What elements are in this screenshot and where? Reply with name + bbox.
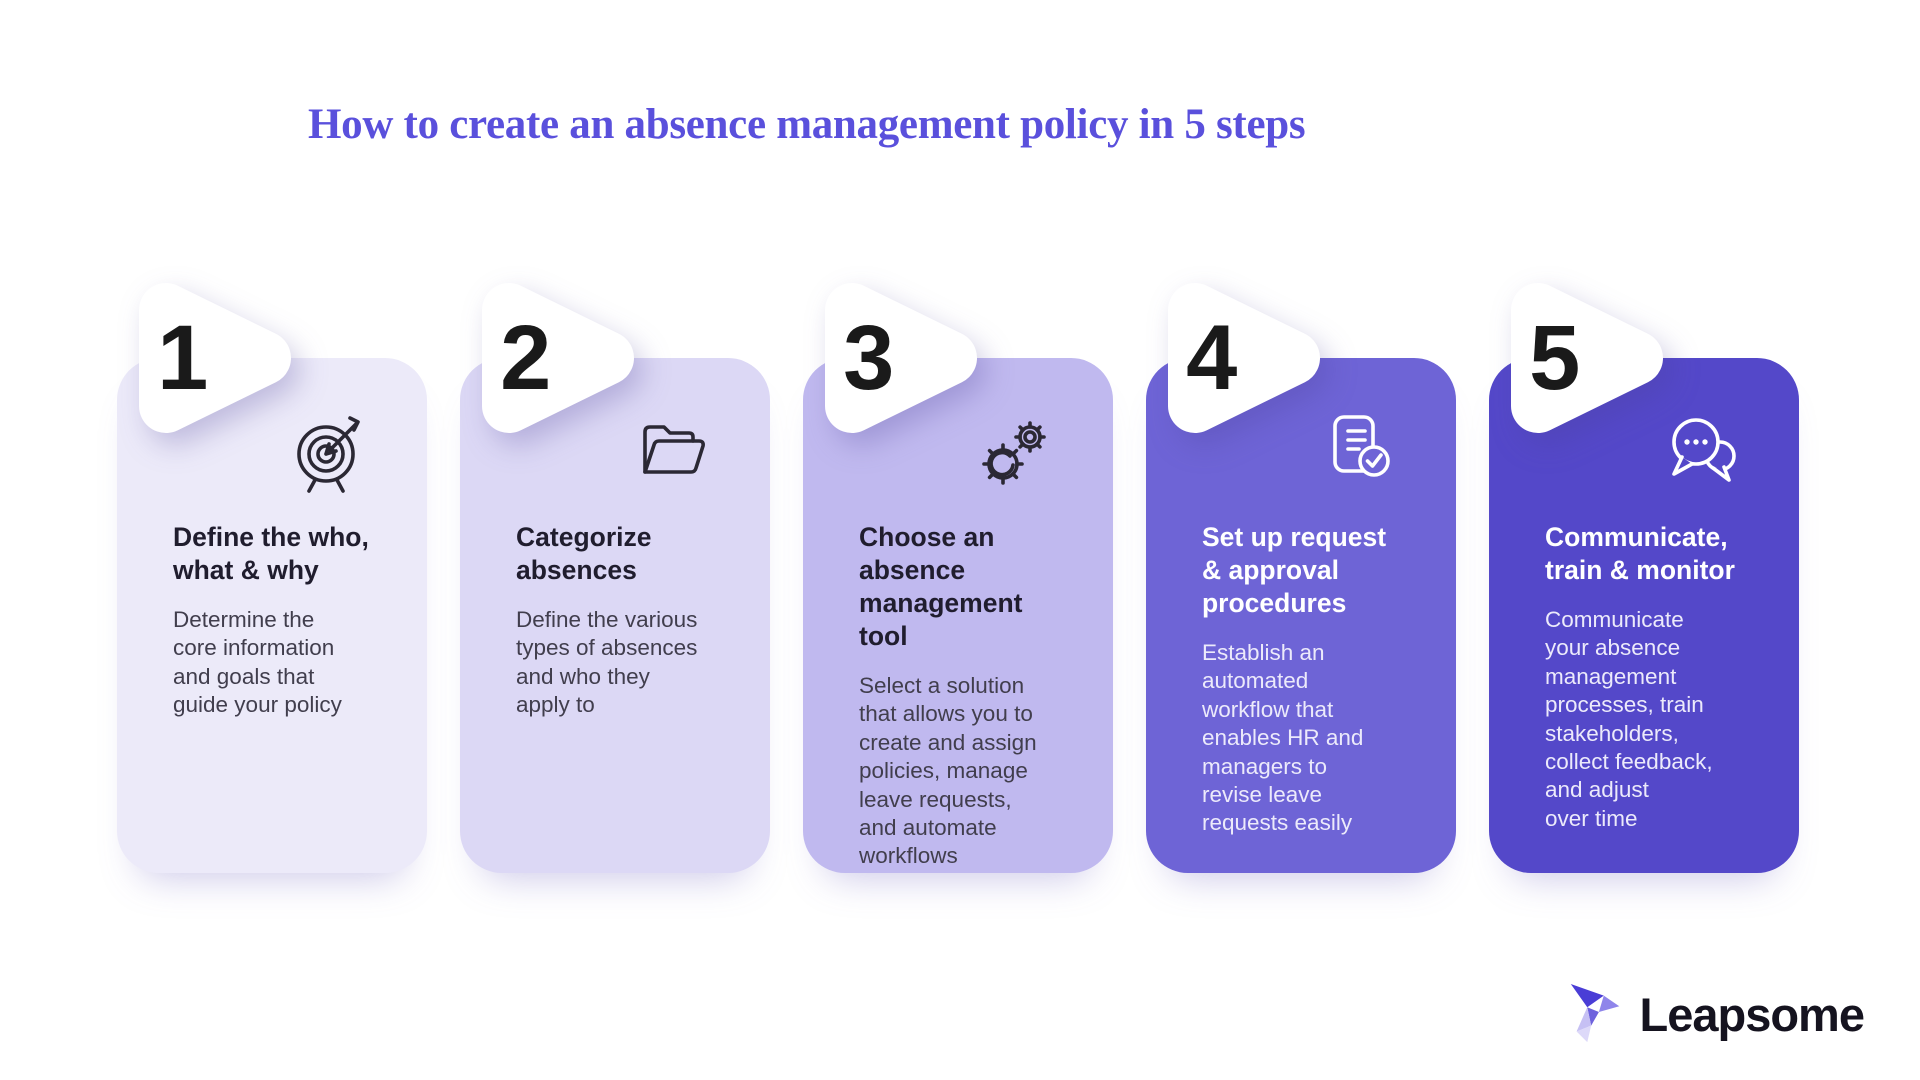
step-number-badge: 3 bbox=[798, 256, 984, 460]
triangle-shape bbox=[1511, 283, 1663, 433]
step-number: 3 bbox=[843, 307, 895, 409]
step-number-badge: 1 bbox=[112, 256, 298, 460]
step-icon bbox=[632, 410, 714, 494]
chat-bubbles-icon bbox=[1672, 418, 1736, 482]
step-number-badge: 4 bbox=[1141, 256, 1327, 460]
leapsome-logo: Leapsome bbox=[1568, 982, 1865, 1046]
step-card: 5 Communicate, train & monitor Com bbox=[1489, 283, 1799, 873]
step-card: 3 Choose an absence management tool Sele… bbox=[803, 283, 1113, 873]
step-number: 5 bbox=[1529, 307, 1581, 409]
step-card: 4 Set up request & approval procedures E… bbox=[1146, 283, 1456, 873]
step-icon bbox=[1661, 410, 1743, 494]
step-heading: Define the who, what & why bbox=[173, 522, 369, 585]
step-number-badge: 5 bbox=[1484, 256, 1670, 460]
step-heading: Communicate, train & monitor bbox=[1545, 522, 1735, 585]
step-description: Select a solution that allows you to cre… bbox=[859, 673, 1037, 869]
gears-icon bbox=[982, 421, 1046, 485]
triangle-shape bbox=[482, 283, 634, 433]
step-icon bbox=[1318, 410, 1400, 494]
step-number: 4 bbox=[1186, 307, 1238, 409]
document-check-icon bbox=[1333, 415, 1390, 477]
step-icon bbox=[289, 410, 371, 494]
step-number-badge: 2 bbox=[455, 256, 641, 460]
step-card: 2 Categorize absences Define the various… bbox=[460, 283, 770, 873]
leapsome-logo-text: Leapsome bbox=[1639, 987, 1865, 1041]
step-heading: Set up request & approval procedures bbox=[1202, 522, 1387, 618]
triangle-shape bbox=[1168, 283, 1320, 433]
steps-row: 1 Define the who, what & why Deter bbox=[117, 283, 1799, 873]
step-card: 1 Define the who, what & why Deter bbox=[117, 283, 427, 873]
target-icon bbox=[297, 416, 360, 493]
step-heading: Choose an absence management tool bbox=[859, 522, 1023, 651]
step-description: Define the various types of absences and… bbox=[516, 607, 698, 718]
page-title: How to create an absence management poli… bbox=[308, 101, 1306, 148]
step-icon bbox=[975, 410, 1057, 494]
step-description: Determine the core information and goals… bbox=[173, 607, 342, 718]
step-description: Establish an automated workflow that ena… bbox=[1202, 640, 1364, 836]
step-heading: Categorize absences bbox=[516, 522, 652, 585]
step-number: 1 bbox=[157, 307, 209, 409]
folder-icon bbox=[643, 425, 705, 474]
step-number: 2 bbox=[500, 307, 552, 409]
triangle-shape bbox=[825, 283, 977, 433]
triangle-shape bbox=[139, 283, 291, 433]
step-description: Communicate your absence management proc… bbox=[1545, 607, 1713, 831]
leapsome-logo-icon bbox=[1570, 983, 1619, 1043]
